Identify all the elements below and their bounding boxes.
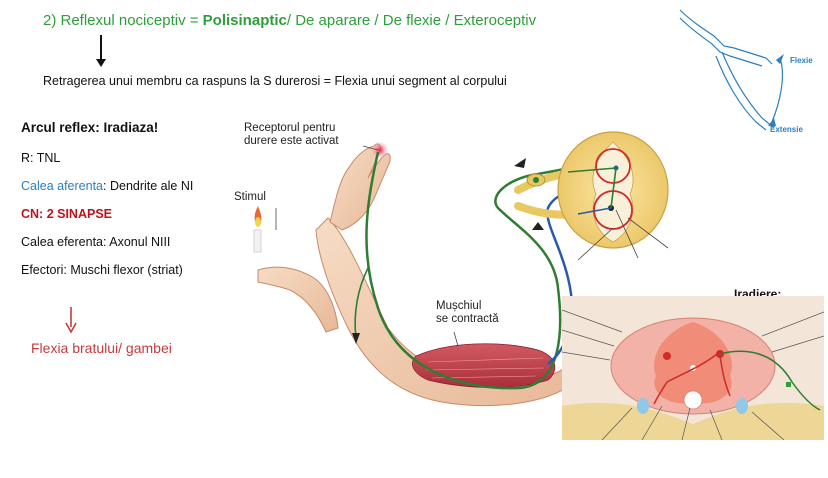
page-title: 2) Reflexul nociceptiv = Polisinaptic/ D… xyxy=(43,12,536,29)
receptor-line-2: durere este activat xyxy=(244,135,339,147)
receptor-label: Receptorul pentru durere este activat xyxy=(244,122,339,148)
candle-shape xyxy=(253,229,262,253)
result-text: Flexia bratului/ gambei xyxy=(31,340,172,356)
flexie-label: Flexie xyxy=(790,56,813,65)
reflex-arc-list: Arcul reflex: Iradiaza! R: TNL Calea afe… xyxy=(21,120,236,290)
title-bold: Polisinaptic xyxy=(202,12,287,29)
muscle-line-2: se contractă xyxy=(436,313,499,325)
spinal-irradiation-illustration xyxy=(562,296,824,440)
effectors-item: Efectori: Muschi flexor (striat) xyxy=(21,263,183,277)
flexion-extension-icon: Flexie Extensie xyxy=(679,9,813,134)
subtitle: Retragerea unui membru ca raspuns la S d… xyxy=(43,74,507,88)
receptor-line-1: Receptorul pentru xyxy=(244,122,336,134)
title-suffix: / De aparare / De flexie / Exteroceptiv xyxy=(286,12,537,29)
red-down-arrow-icon xyxy=(65,307,77,334)
reflex-arc-heading: Arcul reflex: Iradiaza! xyxy=(21,120,159,135)
reflex-arc-illustration xyxy=(253,131,669,407)
down-arrow-icon xyxy=(96,35,106,67)
muscle-line-1: Mușchiul xyxy=(436,300,482,312)
receptor-item: R: TNL xyxy=(21,151,61,165)
title-prefix: 2) Reflexul nociceptiv = xyxy=(43,12,203,29)
muscle-label: Mușchiul se contractă xyxy=(436,300,499,326)
stimul-label: Stimul xyxy=(234,191,266,203)
extensie-label: Extensie xyxy=(770,125,803,134)
cn-item: CN: 2 SINAPSE xyxy=(21,207,112,221)
afferent-value: : Dendrite ale NI xyxy=(103,179,194,193)
afferent-item: Calea aferenta: Dendrite ale NI xyxy=(21,178,236,194)
afferent-label: Calea aferenta xyxy=(21,179,104,193)
efferent-item: Calea eferenta: Axonul NIII xyxy=(21,235,171,249)
